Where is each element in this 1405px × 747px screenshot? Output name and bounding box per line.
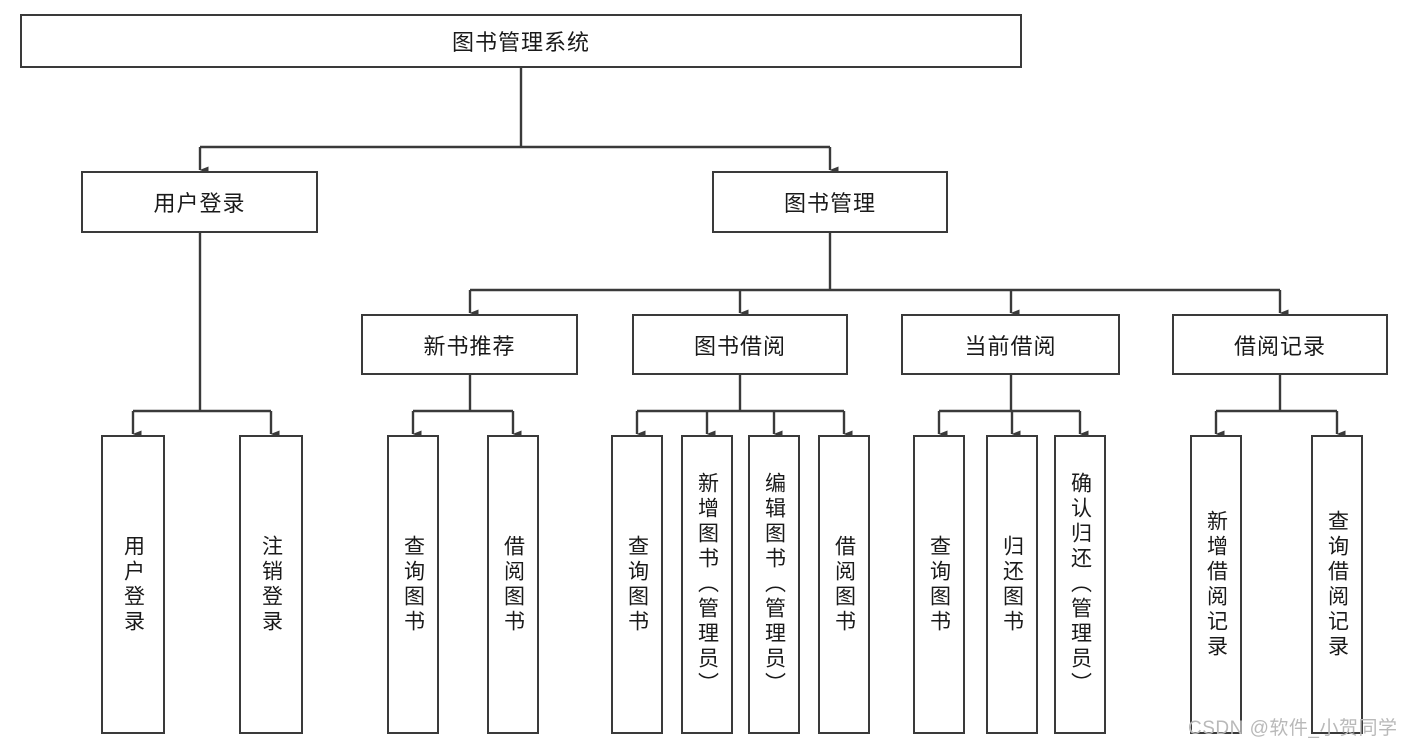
node-leaf-query-record-label: 查询借阅记录 <box>1325 509 1349 660</box>
node-leaf-borrow-book-1-label: 借阅图书 <box>501 534 525 635</box>
node-leaf-confirm-return[interactable]: 确认归还（管理员） <box>1054 435 1106 734</box>
node-user-login-label: 用户登录 <box>153 191 246 216</box>
node-leaf-query-book-3[interactable]: 查询图书 <box>913 435 965 734</box>
node-leaf-query-book-1[interactable]: 查询图书 <box>387 435 439 734</box>
node-leaf-user-login-label: 用户登录 <box>121 534 145 635</box>
node-leaf-borrow-book-2[interactable]: 借阅图书 <box>818 435 870 734</box>
node-leaf-return-book[interactable]: 归还图书 <box>986 435 1038 734</box>
edges <box>131 68 1346 438</box>
node-leaf-return-book-label: 归还图书 <box>1000 534 1024 635</box>
node-borrow-record-label: 借阅记录 <box>1233 333 1326 359</box>
node-leaf-add-record[interactable]: 新增借阅记录 <box>1190 435 1242 734</box>
node-leaf-add-book[interactable]: 新增图书（管理员） <box>681 435 733 734</box>
node-book-borrow[interactable]: 图书借阅 <box>632 314 848 375</box>
node-leaf-borrow-book-2-label: 借阅图书 <box>832 534 856 635</box>
node-leaf-query-book-2-label: 查询图书 <box>625 534 649 635</box>
node-leaf-query-book-3-label: 查询图书 <box>927 534 951 635</box>
node-leaf-query-book-1-label: 查询图书 <box>401 534 425 635</box>
node-leaf-borrow-book-1[interactable]: 借阅图书 <box>487 435 539 734</box>
node-leaf-add-book-label: 新增图书（管理员） <box>695 472 719 697</box>
node-user-login[interactable]: 用户登录 <box>81 171 318 233</box>
node-book-manage[interactable]: 图书管理 <box>712 171 948 233</box>
node-root[interactable]: 图书管理系统 <box>20 14 1022 68</box>
node-leaf-user-logout-label: 注销登录 <box>259 534 283 635</box>
node-new-book-recommend[interactable]: 新书推荐 <box>361 314 578 375</box>
node-borrow-record[interactable]: 借阅记录 <box>1172 314 1388 375</box>
node-leaf-confirm-return-label: 确认归还（管理员） <box>1068 472 1092 697</box>
node-root-label: 图书管理系统 <box>451 30 590 55</box>
node-current-borrow-label: 当前借阅 <box>964 333 1057 359</box>
node-current-borrow[interactable]: 当前借阅 <box>901 314 1120 375</box>
node-leaf-edit-book[interactable]: 编辑图书（管理员） <box>748 435 800 734</box>
node-leaf-edit-book-label: 编辑图书（管理员） <box>762 472 786 697</box>
node-leaf-query-book-2[interactable]: 查询图书 <box>611 435 663 734</box>
node-book-manage-label: 图书管理 <box>783 191 876 216</box>
node-new-book-recommend-label: 新书推荐 <box>423 333 516 359</box>
node-leaf-add-record-label: 新增借阅记录 <box>1204 509 1228 660</box>
node-leaf-user-logout[interactable]: 注销登录 <box>239 435 303 734</box>
node-leaf-query-record[interactable]: 查询借阅记录 <box>1311 435 1363 734</box>
node-leaf-user-login[interactable]: 用户登录 <box>101 435 165 734</box>
node-book-borrow-label: 图书借阅 <box>693 333 786 359</box>
